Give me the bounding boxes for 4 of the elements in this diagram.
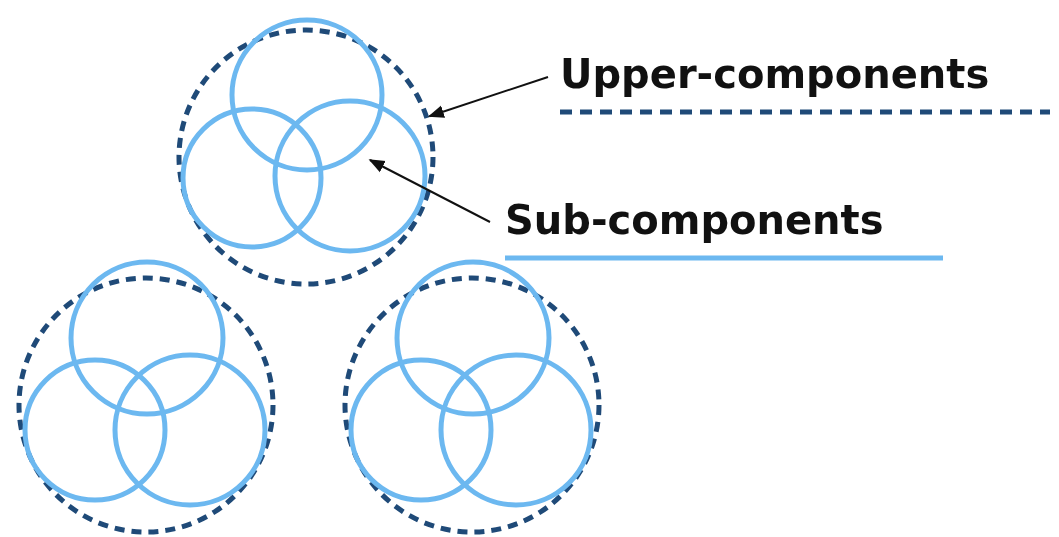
leader-arrow	[368, 159, 491, 223]
leader-arrow	[427, 76, 549, 118]
component-label: Upper-components	[560, 52, 990, 96]
component-label: Sub-components	[505, 198, 884, 242]
